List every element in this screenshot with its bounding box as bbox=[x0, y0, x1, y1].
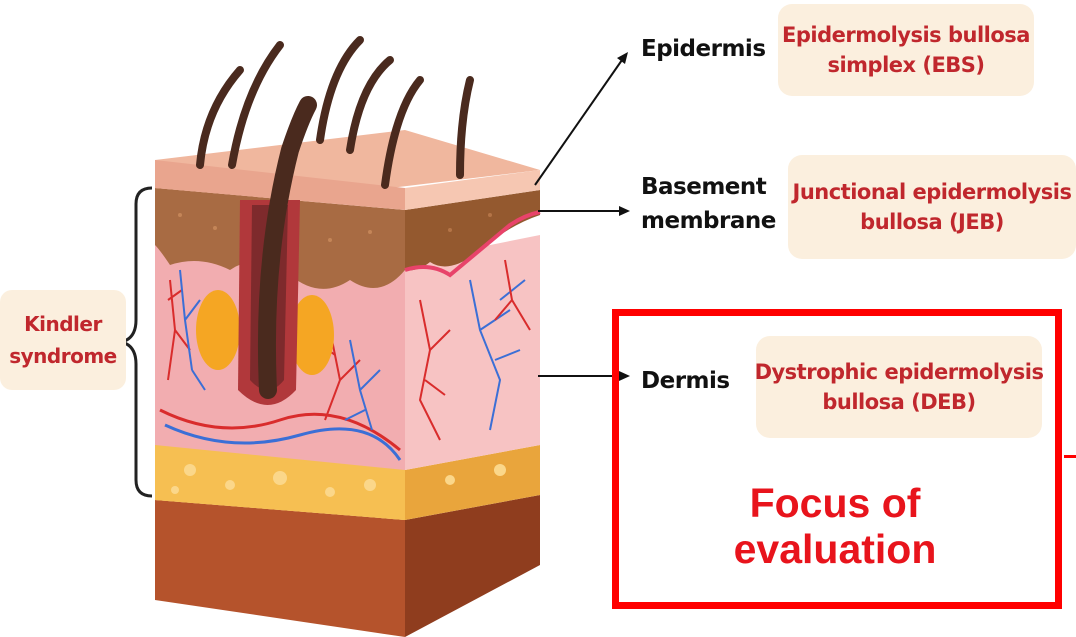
label-line: Dermis bbox=[641, 364, 730, 398]
label-line: Basement bbox=[641, 170, 776, 204]
disease-line: bullosa (DEB) bbox=[822, 387, 975, 417]
subcutaneous-base-layer bbox=[155, 495, 540, 637]
ebs-disease-box: Epidermolysis bullosa simplex (EBS) bbox=[778, 4, 1034, 96]
disease-line: Epidermolysis bullosa bbox=[782, 20, 1030, 50]
focus-of-evaluation-text: Focus of evaluation bbox=[620, 480, 1050, 572]
label-line: Epidermis bbox=[641, 32, 766, 66]
focus-line: Focus of bbox=[620, 480, 1050, 526]
basement-membrane-label: Basement membrane bbox=[641, 170, 776, 238]
disease-line: Junctional epidermolysis bbox=[793, 177, 1072, 207]
deb-disease-box: Dystrophic epidermolysis bullosa (DEB) bbox=[756, 336, 1042, 438]
kindler-line: syndrome bbox=[0, 340, 126, 372]
disease-line: Dystrophic epidermolysis bbox=[755, 357, 1044, 387]
disease-line: bullosa (JEB) bbox=[860, 207, 1004, 237]
jeb-disease-box: Junctional epidermolysis bullosa (JEB) bbox=[788, 155, 1076, 259]
epidermis-label: Epidermis bbox=[641, 32, 766, 66]
kindler-line: Kindler bbox=[0, 308, 126, 340]
kindler-syndrome-label: Kindler syndrome bbox=[0, 290, 126, 390]
disease-line: simplex (EBS) bbox=[827, 50, 984, 80]
focus-line: evaluation bbox=[620, 526, 1050, 572]
focus-connector-tick bbox=[1064, 455, 1076, 458]
label-line: membrane bbox=[641, 204, 776, 238]
kindler-brace bbox=[122, 188, 152, 496]
dermis-label: Dermis bbox=[641, 364, 730, 398]
